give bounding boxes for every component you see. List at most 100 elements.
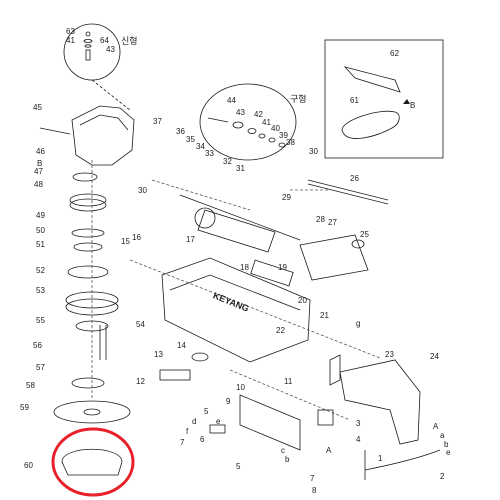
label-c: c bbox=[281, 446, 285, 455]
label-5b: 5 bbox=[236, 462, 241, 471]
label-35: 35 bbox=[186, 135, 195, 144]
label-a-left: A bbox=[326, 446, 332, 455]
label-48: 48 bbox=[34, 180, 43, 189]
label-58: 58 bbox=[26, 381, 35, 390]
label-44: 44 bbox=[227, 96, 236, 105]
label-31: 31 bbox=[236, 164, 245, 173]
label-7a: 7 bbox=[180, 438, 185, 447]
label-32: 32 bbox=[223, 157, 232, 166]
label-15: 15 bbox=[121, 237, 130, 246]
label-2: 2 bbox=[440, 472, 445, 481]
label-b-left: B bbox=[37, 159, 43, 168]
label-41: 41 bbox=[66, 36, 75, 45]
label-59: 59 bbox=[20, 403, 29, 412]
side-handle bbox=[341, 110, 400, 139]
armature bbox=[197, 209, 276, 253]
grinding-disc-59 bbox=[53, 400, 131, 424]
label-b-handle: B bbox=[410, 101, 416, 110]
label-33: 33 bbox=[205, 149, 214, 158]
label-62: 62 bbox=[390, 49, 399, 58]
label-6: 6 bbox=[200, 435, 205, 444]
label-56: 56 bbox=[33, 341, 42, 350]
label-26: 26 bbox=[350, 174, 359, 183]
label-14: 14 bbox=[177, 341, 186, 350]
label-57: 57 bbox=[36, 363, 45, 372]
label-old-type: 구형 bbox=[290, 94, 307, 104]
label-1: 1 bbox=[378, 454, 383, 463]
label-16: 16 bbox=[132, 233, 141, 242]
label-53: 53 bbox=[36, 286, 45, 295]
label-42: 42 bbox=[254, 110, 263, 119]
label-37: 37 bbox=[153, 117, 162, 126]
label-g: g bbox=[356, 319, 361, 328]
label-b: b bbox=[285, 455, 290, 464]
handle-bracket bbox=[343, 66, 401, 93]
gear-housing bbox=[71, 105, 135, 166]
side-handle-box bbox=[324, 39, 444, 159]
label-7b: 7 bbox=[310, 474, 315, 483]
label-50: 50 bbox=[36, 226, 45, 235]
highlight-ring bbox=[51, 427, 135, 497]
label-10: 10 bbox=[236, 383, 245, 392]
label-41b: 41 bbox=[262, 118, 271, 127]
label-20: 20 bbox=[298, 296, 307, 305]
power-cord bbox=[364, 449, 441, 471]
old-type-callout bbox=[199, 83, 297, 161]
label-4: 4 bbox=[356, 435, 361, 444]
label-30b: 30 bbox=[138, 186, 147, 195]
label-b-small: b bbox=[444, 440, 449, 449]
label-19: 19 bbox=[278, 263, 287, 272]
label-55: 55 bbox=[36, 316, 45, 325]
label-5a: 5 bbox=[204, 407, 209, 416]
label-f: f bbox=[186, 427, 189, 436]
label-38: 38 bbox=[286, 138, 295, 147]
label-27: 27 bbox=[328, 218, 337, 227]
label-11: 11 bbox=[284, 377, 293, 386]
label-60: 60 bbox=[24, 461, 33, 470]
label-54: 54 bbox=[136, 320, 145, 329]
label-12: 12 bbox=[136, 377, 145, 386]
label-new-type: 신형 bbox=[121, 36, 138, 46]
label-9: 9 bbox=[226, 397, 231, 406]
label-25: 25 bbox=[360, 230, 369, 239]
old-type-parts bbox=[207, 117, 286, 148]
label-34: 34 bbox=[196, 142, 205, 151]
label-d: d bbox=[192, 417, 197, 426]
wheel-guard bbox=[61, 448, 123, 476]
label-30a: 30 bbox=[309, 147, 318, 156]
label-36: 36 bbox=[176, 127, 185, 136]
label-e-small: e bbox=[446, 448, 451, 457]
switch-assembly bbox=[239, 394, 301, 451]
label-17: 17 bbox=[186, 235, 195, 244]
label-18: 18 bbox=[240, 263, 249, 272]
label-24: 24 bbox=[430, 352, 439, 361]
label-49: 49 bbox=[36, 211, 45, 220]
label-43b: 43 bbox=[236, 108, 245, 117]
label-21: 21 bbox=[320, 311, 329, 320]
motor-housing bbox=[161, 257, 311, 363]
label-40: 40 bbox=[271, 124, 280, 133]
label-61: 61 bbox=[350, 96, 359, 105]
label-51: 51 bbox=[36, 240, 45, 249]
label-e: e bbox=[216, 417, 221, 426]
label-a-right: A bbox=[433, 422, 439, 431]
label-28: 28 bbox=[316, 215, 325, 224]
label-a-small: a bbox=[440, 431, 445, 440]
label-22: 22 bbox=[276, 326, 285, 335]
bearing-48 bbox=[69, 198, 107, 212]
label-64: 64 bbox=[100, 36, 109, 45]
label-63: 63 bbox=[66, 27, 75, 36]
field-stator bbox=[299, 234, 369, 281]
label-3: 3 bbox=[356, 419, 361, 428]
label-46: 46 bbox=[36, 147, 45, 156]
label-8: 8 bbox=[312, 486, 317, 495]
label-39: 39 bbox=[279, 131, 288, 140]
label-29: 29 bbox=[282, 193, 291, 202]
label-45: 45 bbox=[33, 103, 42, 112]
label-47: 47 bbox=[34, 167, 43, 176]
new-type-parts bbox=[83, 31, 93, 61]
rear-handle bbox=[339, 359, 421, 445]
label-23: 23 bbox=[385, 350, 394, 359]
